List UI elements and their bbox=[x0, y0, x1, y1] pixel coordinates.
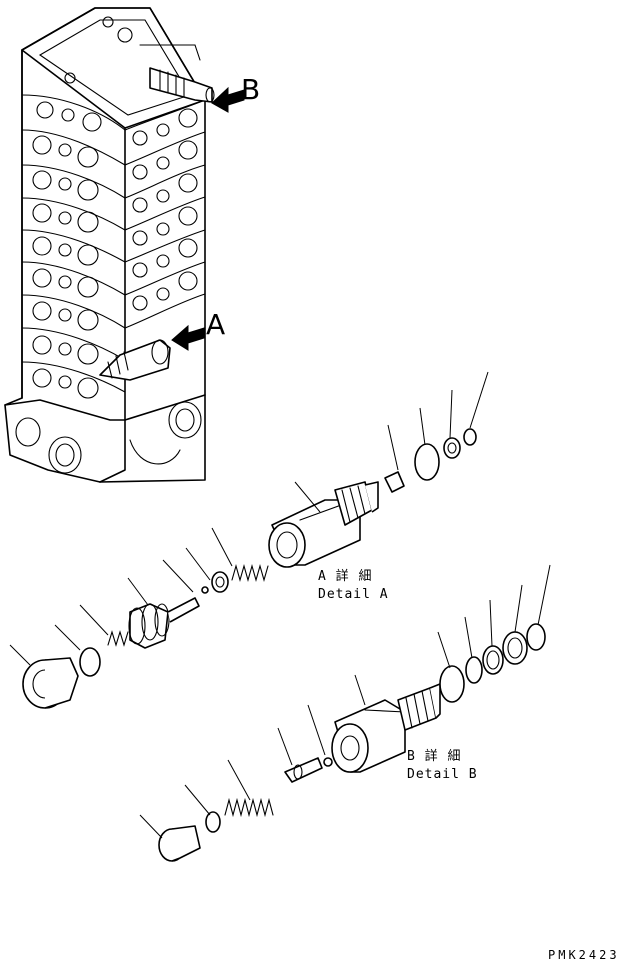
callout-letter-b: B bbox=[241, 73, 260, 106]
drawing-code: PMK2423 bbox=[548, 948, 620, 962]
detail-a-caption-en: Detail A bbox=[318, 587, 389, 602]
callout-arrow-a bbox=[171, 324, 205, 351]
callout-arrow-b bbox=[211, 86, 245, 113]
detail-a-caption-jp: A 詳 細 bbox=[318, 568, 372, 584]
control-valve-assembly bbox=[4, 7, 215, 483]
leader-lines-b bbox=[139, 564, 551, 839]
valve-body-b bbox=[331, 683, 441, 773]
callout-letter-a: A bbox=[206, 308, 225, 341]
detail-b-exploded: B 詳 細 Detail B bbox=[139, 564, 551, 862]
fitting-a bbox=[99, 339, 171, 381]
valve-body-a bbox=[268, 481, 379, 568]
detail-b-caption-jp: B 詳 細 bbox=[407, 748, 461, 764]
plug-b bbox=[158, 825, 201, 862]
springs-rings-b bbox=[205, 623, 546, 833]
plug-a bbox=[22, 657, 79, 709]
leader-lines-a bbox=[9, 371, 489, 666]
port-holes-left bbox=[32, 101, 102, 399]
base-flange bbox=[4, 394, 206, 483]
springs-rings-a bbox=[79, 428, 477, 677]
fitting-b bbox=[139, 44, 215, 103]
valve-sections bbox=[21, 94, 206, 393]
detail-b-caption-en: Detail B bbox=[407, 767, 478, 782]
port-holes-right bbox=[132, 108, 198, 311]
detail-a-exploded: A 詳 細 Detail A bbox=[9, 371, 489, 709]
spool-a bbox=[128, 597, 200, 649]
stem-b bbox=[284, 757, 333, 783]
